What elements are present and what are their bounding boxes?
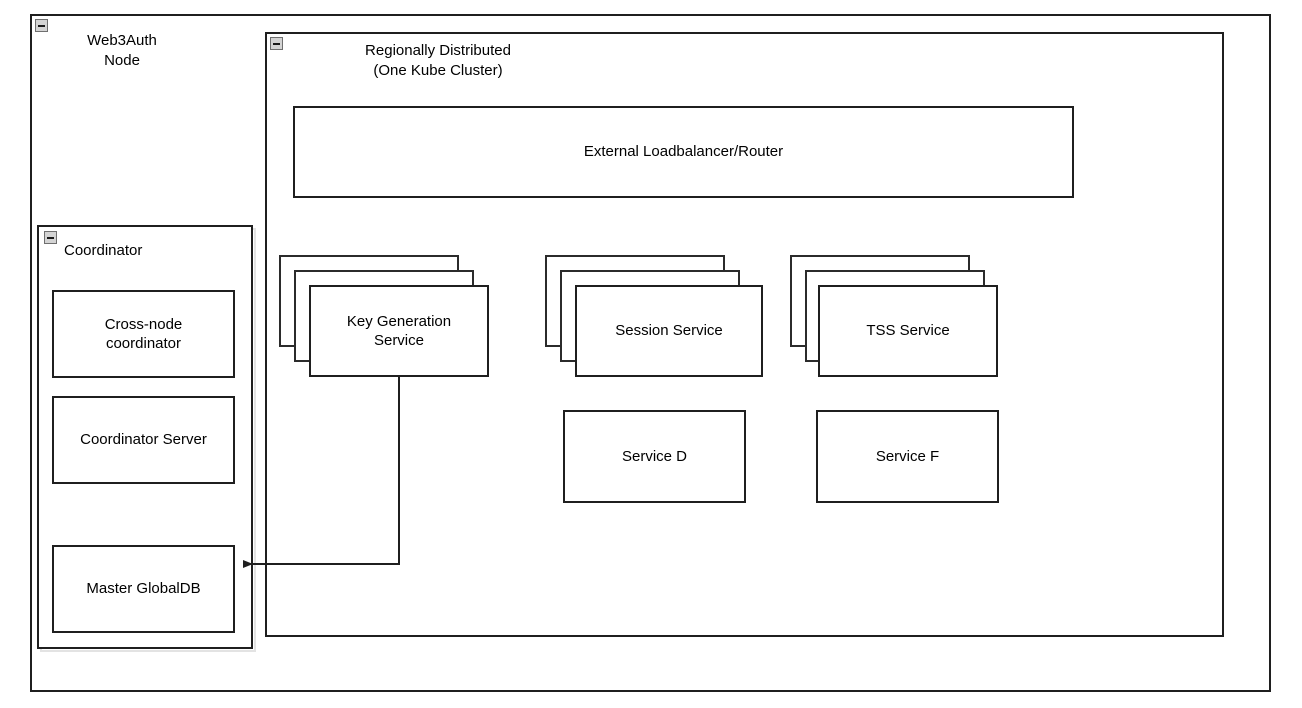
web3auth-node-label: Web3Auth Node xyxy=(87,32,157,69)
node-master-globaldb[interactable]: Master GlobalDB xyxy=(52,545,235,633)
coordinator-label: Coordinator xyxy=(64,242,143,259)
kube-cluster-collapse-icon[interactable] xyxy=(270,37,283,50)
node-key-generation-service[interactable]: Key Generation Service xyxy=(309,285,489,377)
node-service-d[interactable]: Service D xyxy=(563,410,746,503)
node-coordinator-server[interactable]: Coordinator Server xyxy=(52,396,235,484)
collapse-minus-icon xyxy=(35,19,48,32)
coordinator-collapse-icon[interactable] xyxy=(44,231,57,244)
web3auth-node-collapse-icon[interactable] xyxy=(35,19,48,32)
kube-cluster-label: Regionally Distributed (One Kube Cluster… xyxy=(365,42,511,79)
node-service-f[interactable]: Service F xyxy=(816,410,999,503)
collapse-minus-icon xyxy=(44,231,57,244)
node-tss-service[interactable]: TSS Service xyxy=(818,285,998,377)
collapse-minus-icon xyxy=(270,37,283,50)
node-session-service[interactable]: Session Service xyxy=(575,285,763,377)
node-cross-node-coordinator[interactable]: Cross-node coordinator xyxy=(52,290,235,378)
node-external-loadbalancer[interactable]: External Loadbalancer/Router xyxy=(293,106,1074,198)
